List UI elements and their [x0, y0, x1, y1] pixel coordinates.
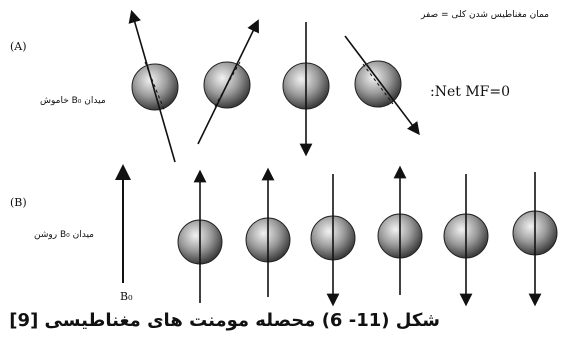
- spin-b6: [513, 172, 557, 300]
- spin-b5: [444, 174, 488, 300]
- net-mf-label: :Net MF=0: [430, 84, 510, 100]
- panel-a-label: (A): [10, 40, 27, 53]
- spin-b3: [311, 174, 355, 300]
- net-magnetization-note: ممان مغناطیس شدن کلی = صفر: [421, 10, 549, 20]
- spin-b4: [378, 172, 422, 295]
- spin-a4: [345, 36, 416, 130]
- field-off-label: میدان B₀ خاموش: [40, 96, 106, 106]
- spin-a2: [198, 25, 256, 144]
- spin-b2: [246, 174, 290, 297]
- panel-b-label: (B): [10, 196, 27, 209]
- b0-axis-label: B₀: [120, 290, 133, 303]
- spin-b1: [178, 176, 222, 303]
- panel-b-spins: [178, 172, 557, 303]
- spin-a1: [132, 16, 178, 162]
- spin-a3: [283, 22, 329, 150]
- field-on-label: میدان B₀ روشن: [34, 230, 94, 240]
- panel-a-spins: [132, 16, 416, 162]
- figure-caption: شکل (11- 6) محصله مومنت های مغناطیسی [9]: [140, 310, 440, 331]
